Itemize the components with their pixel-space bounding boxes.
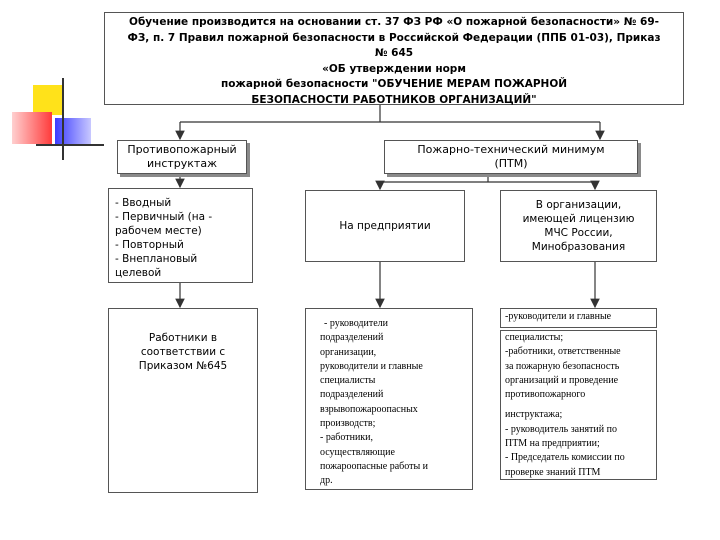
title-box: Обучение производится на основании ст. 3… bbox=[104, 12, 684, 105]
workers-text: Работники в соответствии с Приказом №645 bbox=[139, 332, 227, 372]
enterprise-personnel-box: - руководители подразделений организации… bbox=[305, 308, 473, 490]
licensed-personnel-box: специалисты; -работники, ответственные з… bbox=[500, 330, 657, 480]
briefing-type-item: - Внеплановый bbox=[115, 252, 246, 266]
workers-box: Работники в соответствии с Приказом №645 bbox=[108, 308, 258, 493]
fire-briefing-header-label: Противопожарный инструктаж bbox=[118, 143, 246, 171]
briefing-type-item: - Повторный bbox=[115, 238, 246, 252]
title-line: № 645 bbox=[115, 46, 673, 62]
enterprise-label: На предприятии bbox=[339, 220, 430, 232]
briefing-type-item: - Вводный bbox=[115, 196, 246, 210]
licensed-personnel-item: проверке знаний ПТМ bbox=[505, 466, 653, 480]
licensed-personnel-top-box: -руководители и главные bbox=[500, 308, 657, 328]
licensed-personnel-top-text: -руководители и главные bbox=[505, 311, 611, 322]
licensed-personnel-item: организаций и проведение bbox=[505, 374, 653, 388]
title-line: БЕЗОПАСНОСТИ РАБОТНИКОВ ОРГАНИЗАЦИЙ" bbox=[115, 93, 673, 109]
licensed-personnel-item: противопожарного bbox=[505, 388, 653, 402]
enterprise-personnel-item: специалисты bbox=[320, 374, 466, 388]
licensed-personnel-item: за пожарную безопасность bbox=[505, 360, 653, 374]
enterprise-personnel-item: - руководители bbox=[320, 317, 466, 331]
title-line: Обучение производится на основании ст. 3… bbox=[115, 15, 673, 31]
enterprise-personnel-item: руководители и главные bbox=[320, 360, 466, 374]
licensed-org-box: В организации, имеющей лицензию МЧС Росс… bbox=[500, 190, 657, 262]
briefing-type-item: рабочем месте) bbox=[115, 224, 246, 238]
licensed-personnel-item: инструктажа; bbox=[505, 408, 653, 422]
enterprise-personnel-item: подразделений bbox=[320, 388, 466, 402]
briefing-types-box: - Вводный - Первичный (на - рабочем мест… bbox=[108, 188, 253, 283]
ptm-header: Пожарно-технический минимум (ПТМ) bbox=[384, 140, 638, 174]
enterprise-personnel-item: подразделений bbox=[320, 331, 466, 345]
ptm-header-line: Пожарно-технический минимум bbox=[417, 143, 604, 157]
licensed-personnel-item: - Председатель комиссии по bbox=[505, 451, 653, 465]
licensed-org-line: МЧС России, bbox=[544, 226, 612, 240]
fire-briefing-header: Противопожарный инструктаж bbox=[117, 140, 247, 174]
enterprise-personnel-item: производств; bbox=[320, 417, 466, 431]
enterprise-personnel-item: пожароопасные работы и bbox=[320, 460, 466, 474]
licensed-org-line: имеющей лицензию bbox=[523, 212, 635, 226]
licensed-personnel-item: - руководитель занятий по bbox=[505, 423, 653, 437]
briefing-type-item: целевой bbox=[115, 266, 246, 280]
title-line: ФЗ, п. 7 Правил пожарной безопасности в … bbox=[115, 31, 673, 47]
licensed-personnel-item: специалисты; bbox=[505, 331, 653, 345]
title-line: «ОБ утверждении норм bbox=[115, 62, 673, 78]
licensed-org-line: В организации, bbox=[536, 198, 621, 212]
enterprise-personnel-item: осуществляющие bbox=[320, 446, 466, 460]
ptm-header-line: (ПТМ) bbox=[494, 157, 527, 171]
enterprise-personnel-item: - работники, bbox=[320, 431, 466, 445]
licensed-personnel-item: -работники, ответственные bbox=[505, 345, 653, 359]
enterprise-personnel-item: организации, bbox=[320, 346, 466, 360]
enterprise-personnel-item: др. bbox=[320, 474, 466, 488]
licensed-personnel-item: ПТМ на предприятии; bbox=[505, 437, 653, 451]
enterprise-box: На предприятии bbox=[305, 190, 465, 262]
briefing-type-item: - Первичный (на - bbox=[115, 210, 246, 224]
enterprise-personnel-item: взрывопожароопасных bbox=[320, 403, 466, 417]
title-line: пожарной безопасности "ОБУЧЕНИЕ МЕРАМ ПО… bbox=[115, 77, 673, 93]
licensed-org-line: Минобразования bbox=[532, 240, 625, 254]
